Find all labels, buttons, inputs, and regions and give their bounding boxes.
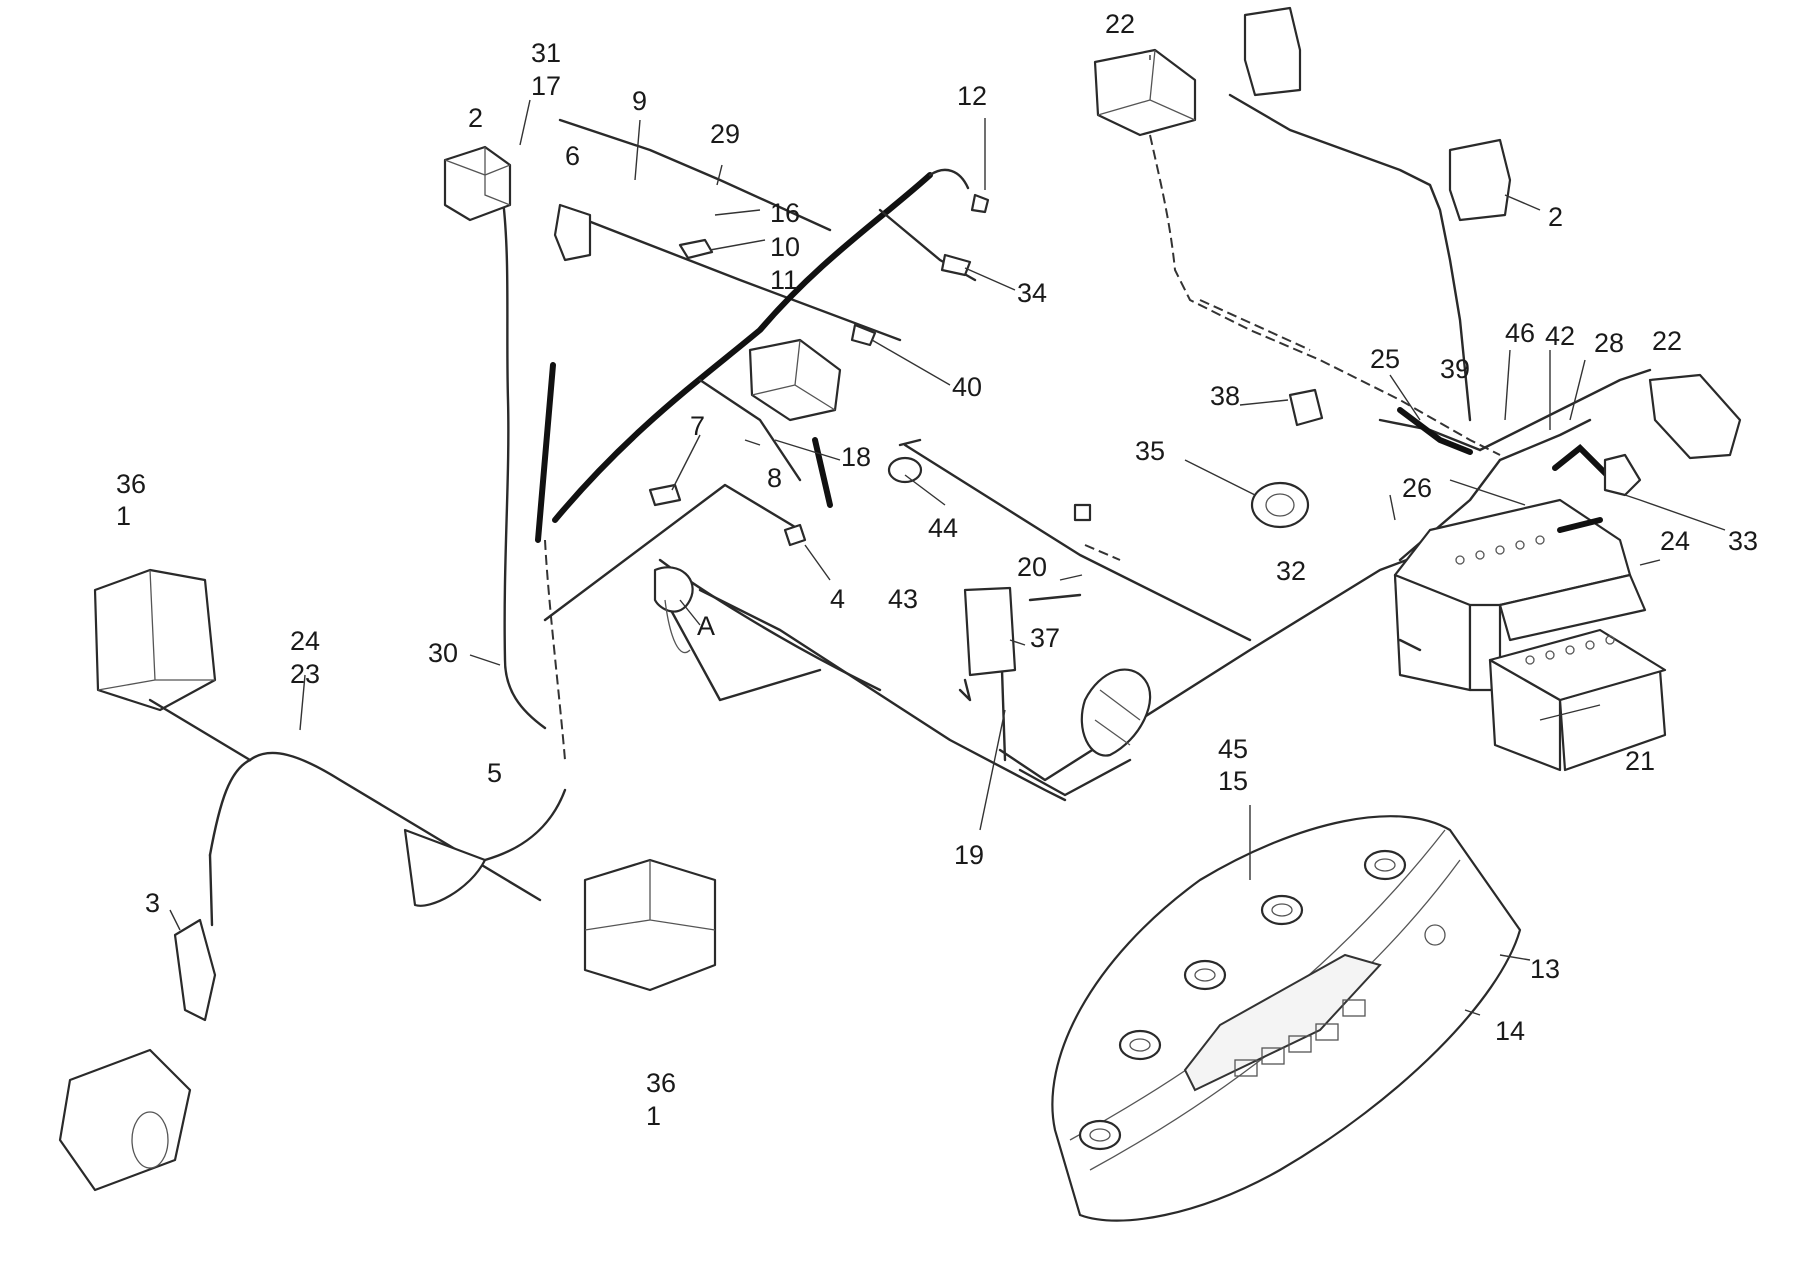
label-1-left: 1 — [116, 501, 131, 531]
label-7: 7 — [690, 411, 705, 441]
panel-switch-row — [1234, 999, 1366, 1077]
label-25: 25 — [1370, 344, 1400, 374]
label-40: 40 — [952, 372, 982, 402]
label-5: 5 — [487, 758, 502, 788]
label-24-right: 24 — [1660, 526, 1690, 556]
label-4: 4 — [830, 584, 845, 614]
label-22-top: 22 — [1105, 9, 1135, 39]
label-A: A — [697, 611, 715, 641]
label-35: 35 — [1135, 436, 1165, 466]
label-42: 42 — [1545, 321, 1575, 351]
label-10: 10 — [770, 232, 800, 262]
label-16: 16 — [770, 198, 800, 228]
label-14: 14 — [1495, 1016, 1525, 1046]
label-33: 33 — [1728, 526, 1758, 556]
label-44: 44 — [928, 513, 958, 543]
label-34: 34 — [1017, 278, 1047, 308]
label-38: 38 — [1210, 381, 1240, 411]
label-36-bottom: 36 — [646, 1068, 676, 1098]
label-3: 3 — [145, 888, 160, 918]
label-2-right: 2 — [1548, 202, 1563, 232]
label-45: 45 — [1218, 734, 1248, 764]
control-panel — [1051, 815, 1522, 1222]
label-26: 26 — [1402, 473, 1432, 503]
label-6: 6 — [565, 141, 580, 171]
right-harness — [1149, 93, 1652, 562]
label-21: 21 — [1625, 746, 1655, 776]
panel-knobs — [1078, 849, 1446, 1151]
label-46: 46 — [1505, 318, 1535, 348]
components — [58, 6, 1742, 1192]
label-20: 20 — [1017, 552, 1047, 582]
label-15: 15 — [1218, 766, 1248, 796]
floor-harness — [698, 438, 1422, 802]
label-17: 17 — [531, 71, 561, 101]
label-30: 30 — [428, 638, 458, 668]
batteries — [1393, 498, 1667, 772]
leader-lines — [169, 55, 1726, 1016]
label-37: 37 — [1030, 623, 1060, 653]
label-18: 18 — [841, 442, 871, 472]
label-31: 31 — [531, 38, 561, 68]
label-11: 11 — [770, 265, 798, 295]
label-24-left: 24 — [290, 626, 320, 656]
label-2-top-left: 2 — [468, 103, 483, 133]
label-22-right: 22 — [1652, 326, 1682, 356]
label-39: 39 — [1440, 354, 1470, 384]
label-23: 23 — [290, 659, 320, 689]
label-12: 12 — [957, 81, 987, 111]
label-1-bottom: 1 — [646, 1101, 661, 1131]
label-36-left: 36 — [116, 469, 146, 499]
label-8: 8 — [767, 463, 782, 493]
label-28: 28 — [1594, 328, 1624, 358]
label-43: 43 — [888, 584, 918, 614]
label-29: 29 — [710, 119, 740, 149]
label-19: 19 — [954, 840, 984, 870]
callout-labels: 31 17 2 9 6 29 16 10 11 12 34 40 22 2 46… — [116, 9, 1758, 1131]
label-9: 9 — [632, 86, 647, 116]
label-32: 32 — [1276, 556, 1306, 586]
battery-cell-caps — [1455, 535, 1615, 665]
label-13: 13 — [1530, 954, 1560, 984]
